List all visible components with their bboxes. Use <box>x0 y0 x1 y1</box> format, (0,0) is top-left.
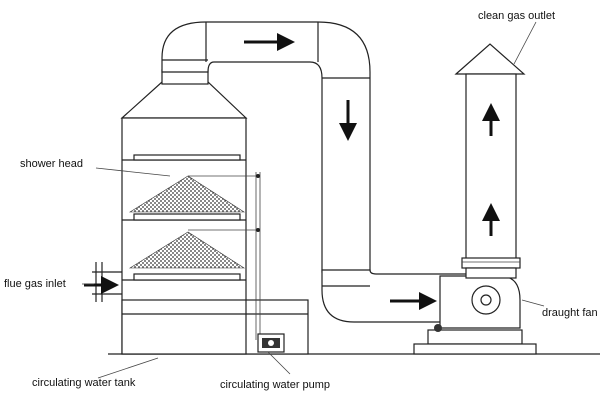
leader-lines <box>82 21 545 379</box>
circulation-pipe <box>188 172 261 340</box>
scrubber-tower <box>120 69 309 355</box>
label-circulating-water-tank: circulating water tank <box>32 377 136 389</box>
tower-hood <box>120 81 248 119</box>
spray-tray-lower <box>133 273 241 281</box>
packing-layer-lower <box>128 231 246 269</box>
label-clean-gas-outlet: clean gas outlet <box>478 10 555 22</box>
circulating-water-pump <box>257 333 285 353</box>
stack-cap <box>454 43 526 75</box>
top-duct <box>161 21 371 273</box>
label-circulating-water-pump: circulating water pump <box>220 379 330 391</box>
label-flue-gas-inlet: flue gas inlet <box>4 278 66 290</box>
chimney-stack <box>454 43 526 279</box>
label-shower-head: shower head <box>20 158 83 170</box>
label-draught-fan: draught fan <box>542 307 598 319</box>
draught-fan <box>413 275 537 355</box>
spray-tray-upper <box>133 154 241 161</box>
packing-layer-upper <box>128 175 246 213</box>
flue-gas-inlet-duct <box>84 262 122 302</box>
spray-tray-middle <box>133 213 241 221</box>
